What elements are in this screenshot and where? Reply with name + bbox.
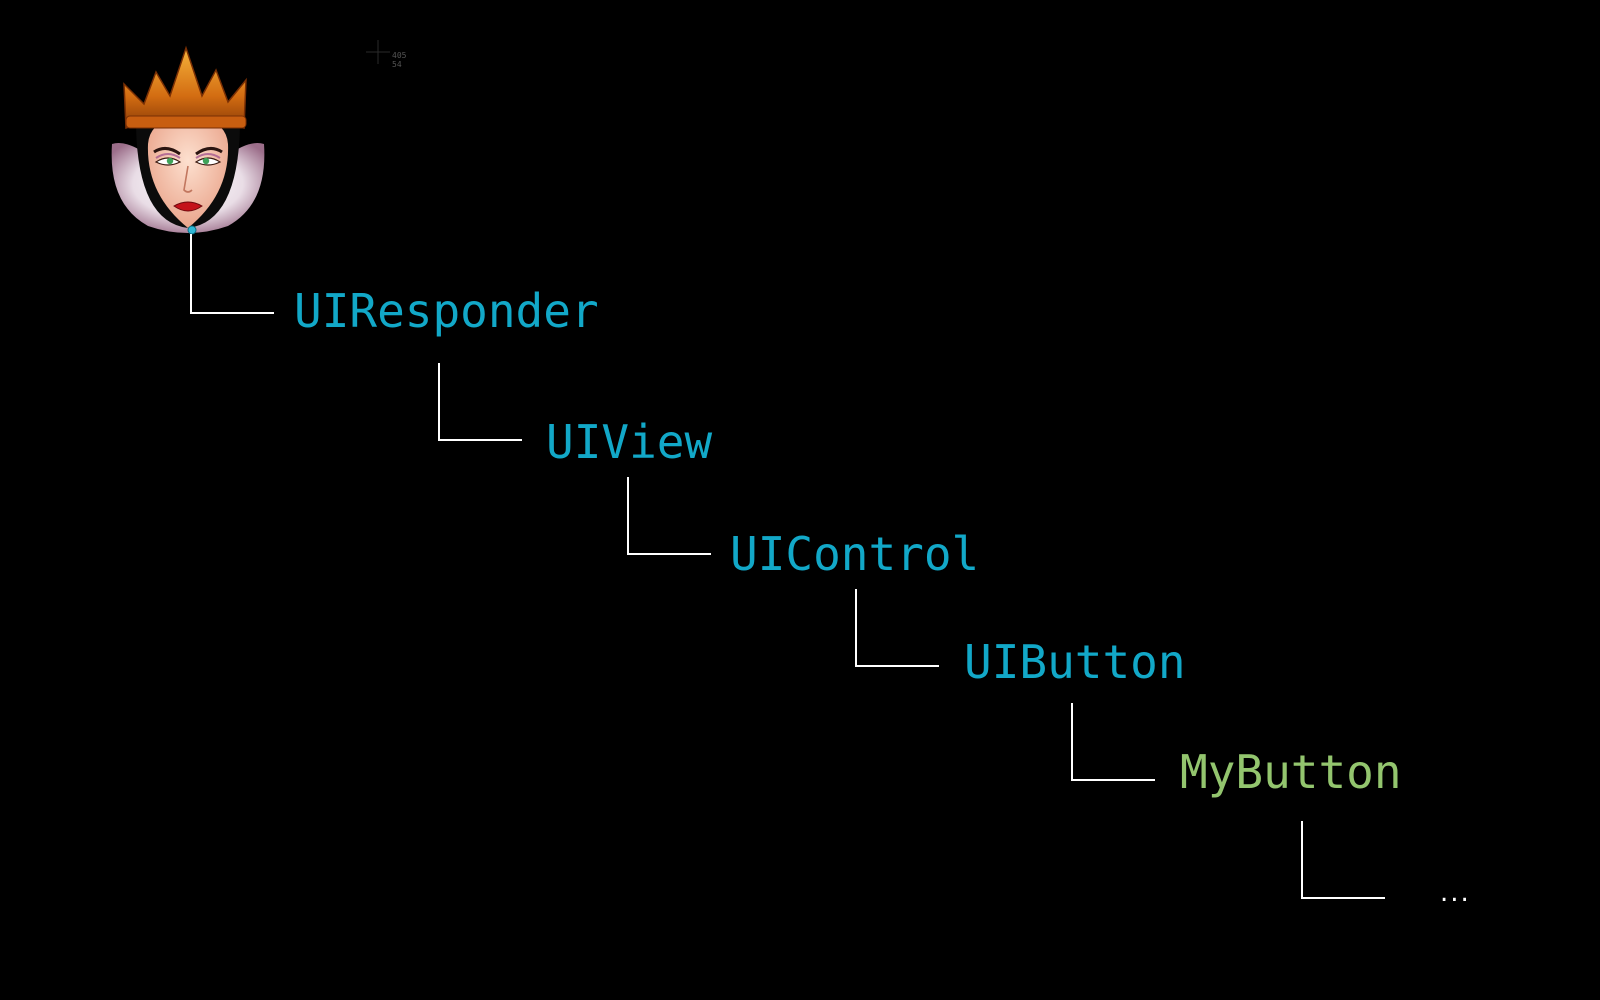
connector-uibutton-mybutton [1071,703,1155,781]
node-uiview: UIView [546,415,713,469]
cursor-coordinate-readout: 405 54 [366,40,406,72]
connector-uicontrol-uibutton [855,589,939,667]
connector-uiresponder-uiview [438,363,522,441]
cursor-x-value: 405 [392,51,407,60]
connector-uiview-uicontrol [627,477,711,555]
node-uibutton: UIButton [964,635,1186,689]
node-uicontrol: UIControl [730,527,980,581]
connector-mybutton-continuation [1301,821,1385,899]
node-uiresponder: UIResponder [294,284,599,338]
crosshair-icon [366,40,390,64]
evil-queen-icon [108,44,268,240]
continuation-ellipsis: ... [1440,878,1471,908]
node-mybutton: MyButton [1180,745,1402,799]
connector-root-uiresponder [190,234,274,314]
cursor-y-value: 54 [392,60,402,69]
